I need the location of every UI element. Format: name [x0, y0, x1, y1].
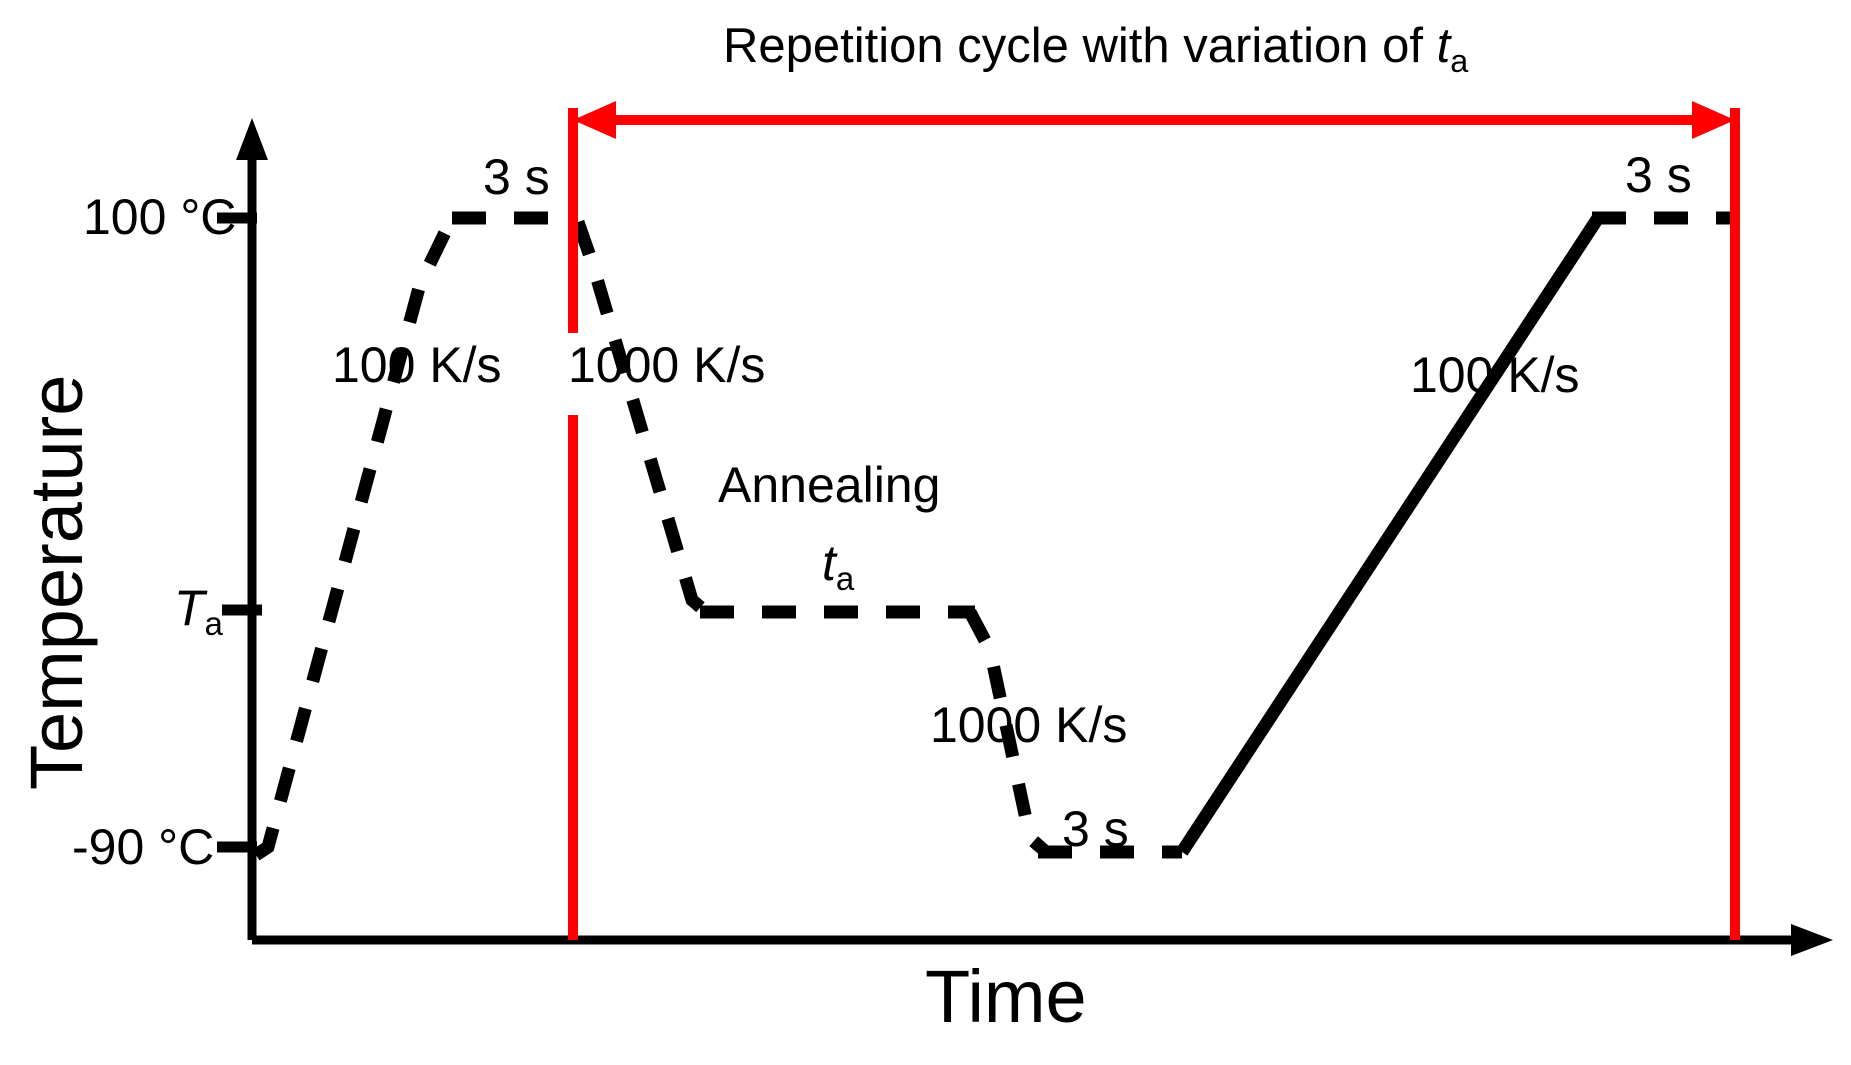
cycle-marker-group [568, 101, 1740, 940]
ta-subscript: a [204, 604, 223, 642]
annotation-ramp-up-right: 100 K/s [1410, 347, 1580, 403]
cycle-span-arrowhead-left [573, 101, 616, 139]
y-axis-arrowhead [236, 118, 268, 160]
y-tick-label-100c: 100 °C [83, 189, 237, 245]
axes-group [217, 118, 1833, 956]
temperature-curve-group [252, 211, 1740, 861]
annotation-cool-right: 1000 K/s [930, 697, 1128, 753]
figure-title: Repetition cycle with variation of ta [723, 19, 1468, 77]
figure-title-subscript: a [1450, 42, 1469, 79]
cool-left-dashed [571, 219, 711, 617]
y-tick-label-ta: Ta [174, 580, 223, 640]
anneal-time-symbol: t [822, 535, 836, 591]
annotation-hold-top-right: 3 s [1625, 147, 1692, 203]
annotation-hold-top-left: 3 s [483, 149, 550, 205]
annotation-hold-bottom: 3 s [1062, 801, 1129, 857]
ta-symbol: T [174, 580, 205, 636]
ramp-up-left-dashed [252, 215, 458, 861]
cool-right-dashed [964, 608, 1051, 857]
heating-scan-solid [1176, 214, 1604, 856]
cycle-span-arrowhead-right [1692, 101, 1735, 139]
x-axis-title: Time [925, 955, 1087, 1038]
figure-title-text: Repetition cycle with variation of [723, 19, 1437, 73]
x-axis-arrowhead [1791, 924, 1833, 956]
y-tick-label-minus90c: -90 °C [72, 819, 215, 875]
anneal-time-subscript: a [835, 559, 855, 597]
annotation-ramp-up-left: 100 K/s [332, 337, 502, 393]
annotation-anneal-time: ta [822, 535, 854, 595]
figure-title-variable: t [1436, 19, 1451, 73]
annotation-cool-left: 1000 K/s [568, 337, 766, 393]
y-axis-title: Temperature [15, 374, 98, 790]
annotation-annealing: Annealing [718, 457, 941, 513]
